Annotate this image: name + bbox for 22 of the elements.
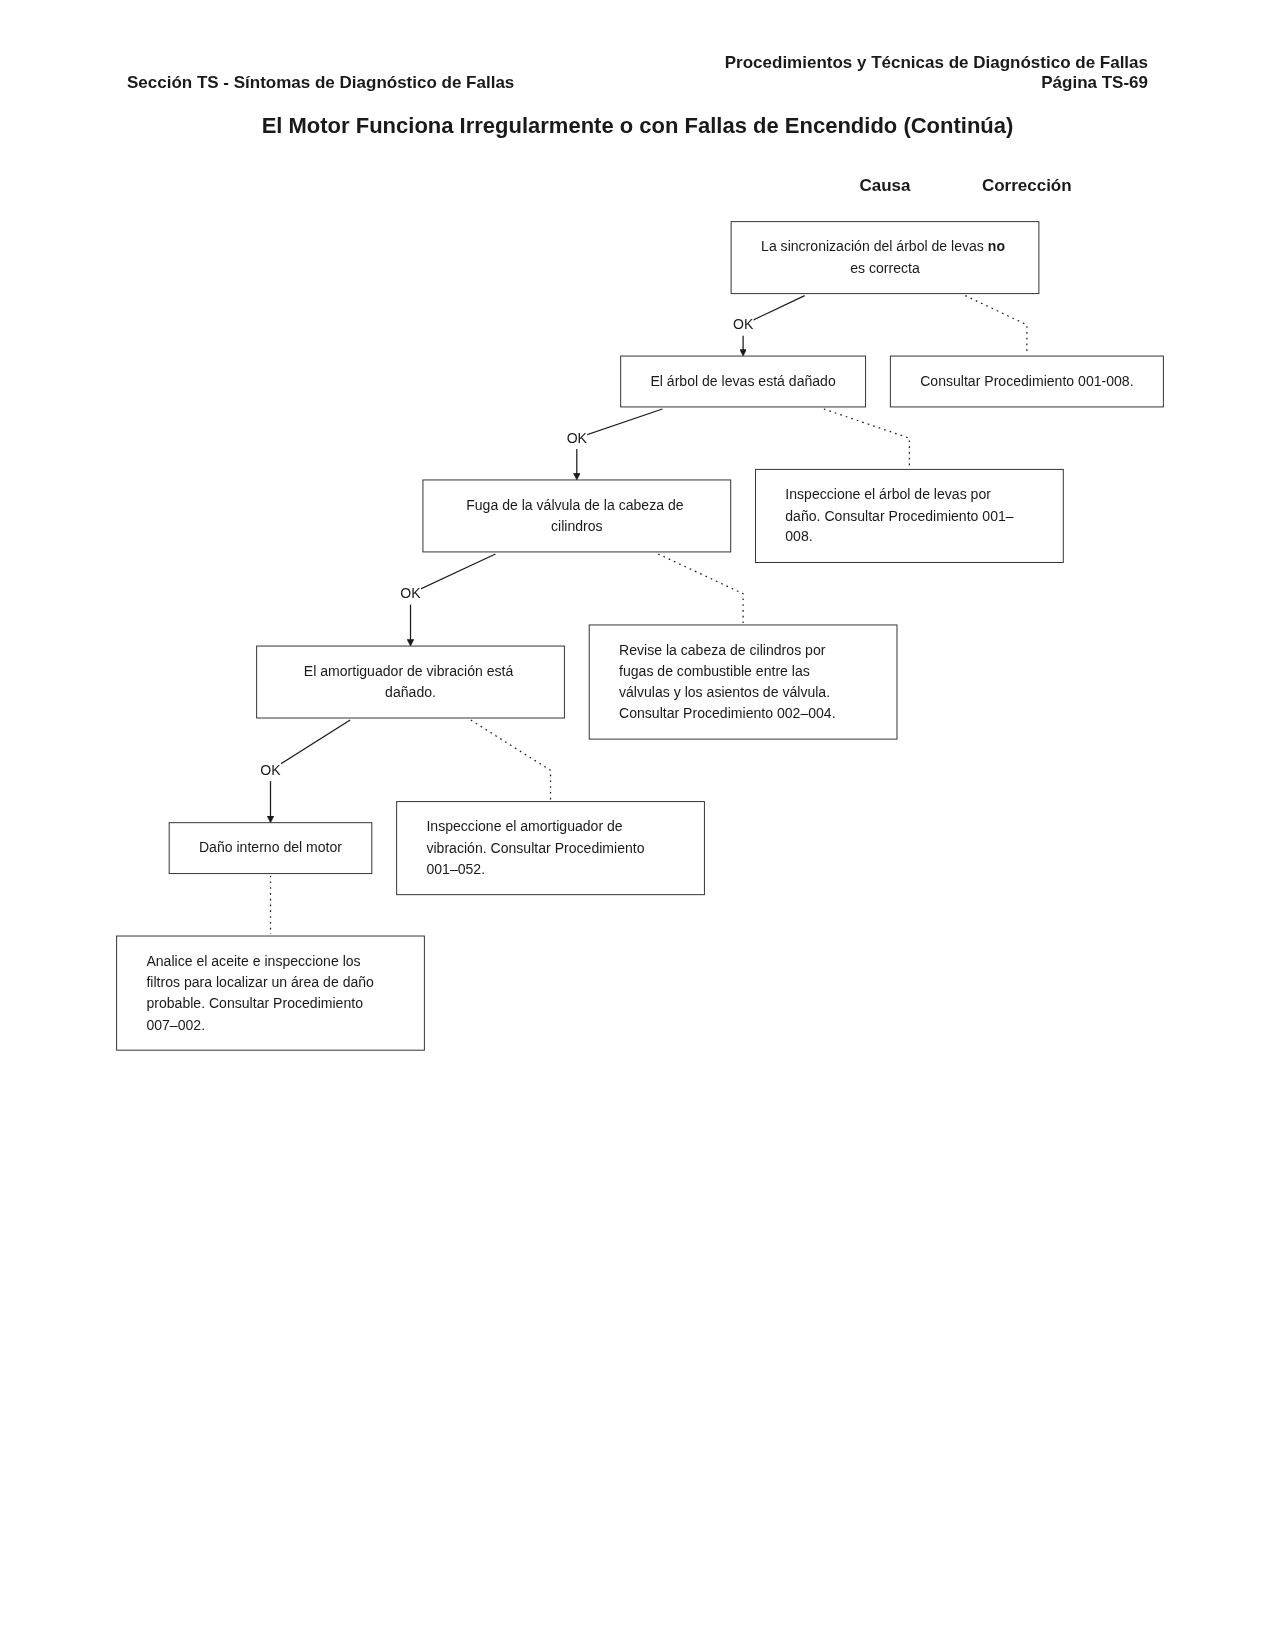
dotted-line [269,875,272,935]
process-box: El amortiguador de vibración está dañado. [256,645,565,719]
process-box: Fuga de la válvula de la cabeza de cilindros [422,479,732,553]
arrow [266,719,351,823]
arrow [739,295,806,357]
process-box: Inspeccione el amortiguador de vibración. Consultar Procedimiento 001–052. [396,801,705,896]
arrow [406,553,497,647]
process-box: El árbol de levas está dañado [620,355,867,408]
page-number: Página TS-69 [1041,73,1148,93]
process-box: Consultar Procedimiento 001-008. [889,355,1164,408]
column-heading: Causa [859,176,911,196]
dotted-line [657,553,744,624]
process-box: Analice el aceite e inspeccione los filtros para localizar un área de daño probable. Consultar Procedimiento 007–002. [116,935,425,1051]
process-box: Inspeccione el árbol de levas por daño. Consultar Procedimiento 001–008. [755,468,1064,563]
column-heading: Corrección [981,176,1072,196]
section-header: Sección TS - Síntomas de Diagnóstico de Fallas [127,73,515,93]
section-header: Procedimientos y Técnicas de Diagnóstico de Fallas [724,53,1148,73]
process-box: La sincronización del árbol de levas no es correcta [730,221,1040,295]
process-box: Revise la cabeza de cilindros por fugas de combustible entre las válvulas y los asientos de válvula. Consultar Procedimiento 002–004. [588,624,898,740]
process-box: Daño interno del motor [168,822,373,875]
arrow [573,408,663,481]
page-title: El Motor Funciona Irregularmente o con Fallas de Encendido (Continúa) [260,113,1015,139]
